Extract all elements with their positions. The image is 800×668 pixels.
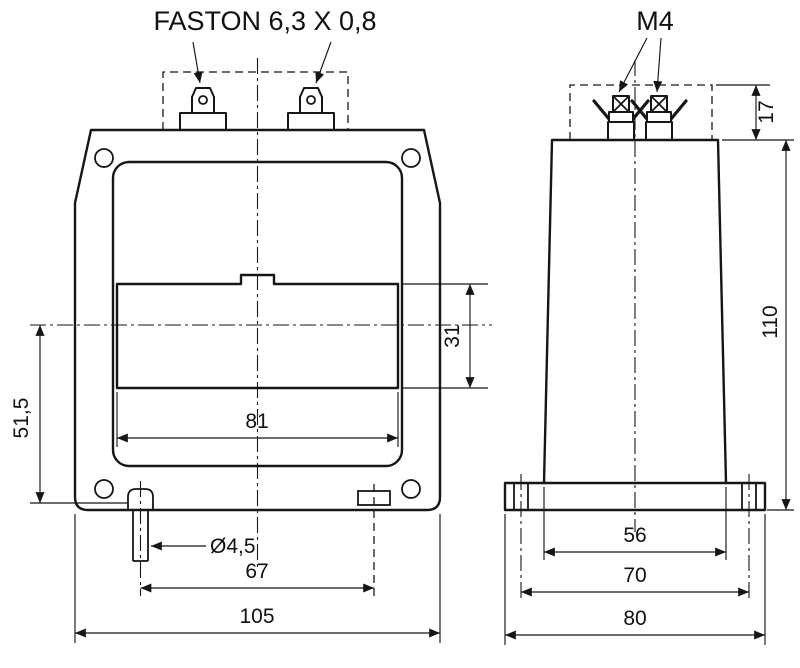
m4-label: M4 [636,6,674,36]
dim-text-51-5: 51,5 [10,398,33,439]
dim-bar-width: 81 [116,392,399,447]
screw-slot [612,95,630,113]
clamp-plate [608,111,634,123]
dim-front-overall-width: 105 [74,514,441,643]
dim-text-105: 105 [239,605,274,628]
front-view: FASTON 6,3 X 0,8 31 [10,6,492,643]
dim-text-81: 81 [245,410,268,433]
faston-terminal-right [287,87,335,131]
corner-hole-top-right [401,148,421,168]
faston-blade [191,87,215,114]
faston-base [287,112,335,131]
m4-terminal-right [630,95,688,141]
faston-base [179,112,227,131]
faston-leader-right [315,41,332,84]
dim-text-110: 110 [759,305,782,338]
callout-hole-diameter: Ø4,5 [151,535,256,558]
faston-blade-hole [198,95,208,105]
side-base-outline [503,481,767,512]
dim-base-width: 80 [504,514,766,645]
dim-text-31: 31 [441,324,464,347]
m4-terminal-left [592,95,650,141]
dim-hole-spacing: 67 [140,560,374,593]
m4-leader-left [618,37,648,93]
corner-hole-bottom-left [94,479,114,499]
front-terminal-zone-hidden-line [162,71,349,130]
dim-text-56: 56 [623,524,646,547]
dim-text-80: 80 [623,607,646,630]
side-terminal-zone-hidden-line [569,84,713,140]
m4-leader-right [653,37,663,93]
clamp-wing [630,99,649,121]
terminal-base [645,121,673,141]
corner-hole-bottom-right [401,479,421,499]
dim-terminal-height: 17 [716,84,794,141]
screw-slot [650,95,668,113]
dim-center-to-hole: 51,5 [10,325,128,504]
dim-flange-spacing: 70 [521,564,749,597]
side-view: M4 17 110 [503,6,794,645]
dim-text-dia-4-5: Ø4,5 [210,535,256,558]
clamp-wing [669,99,688,121]
dim-text-67: 67 [245,560,268,583]
faston-blade-hole [306,95,316,105]
clamp-plate [646,111,672,123]
dim-text-17: 17 [755,100,778,123]
clamp-wing [592,99,611,121]
dim-bar-height: 31 [402,283,488,389]
faston-terminal-left [179,87,227,131]
faston-leader-left [192,41,203,84]
faston-blade [299,87,323,114]
faston-label: FASTON 6,3 X 0,8 [153,6,376,36]
dim-text-70: 70 [623,564,646,587]
terminal-base [607,121,635,141]
dim-overall-height: 110 [759,140,794,511]
corner-hole-top-left [94,148,114,168]
dim-body-width: 56 [543,487,727,560]
